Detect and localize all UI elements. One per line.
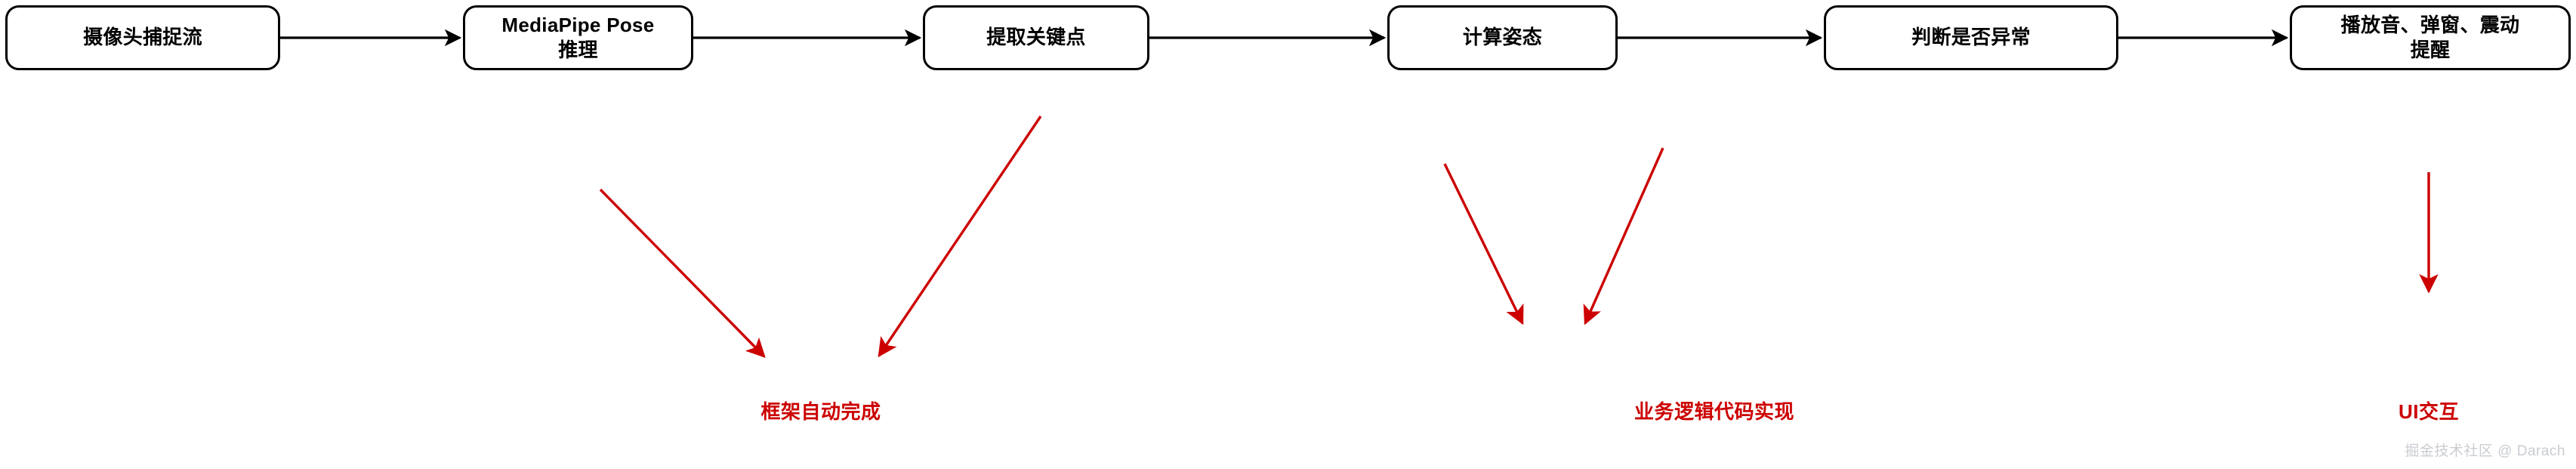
flow-node-label: MediaPipe Pose 推理 [501,13,655,61]
flow-node-keypoint[interactable]: 提取关键点 [923,5,1149,70]
flow-node-label: 提取关键点 [986,26,1086,49]
annotation-label-ui: UI交互 [2398,400,2460,423]
annotation-arrow-business-2 [1443,163,1524,326]
flow-node-alert[interactable]: 播放音、弹窗、震动 提醒 [2290,5,2571,70]
flow-node-label: 播放音、弹窗、震动 提醒 [2340,13,2520,61]
flow-node-label: 摄像头捕捉流 [83,26,202,49]
flow-node-capture[interactable]: 摄像头捕捉流 [5,5,280,70]
flow-node-label: 计算姿态 [1462,26,1543,49]
annotation-arrow-framework-1 [878,116,1042,358]
annotation-arrows [599,116,2439,358]
annotation-label-business: 业务逻辑代码实现 [1634,400,1795,423]
flow-node-anomaly[interactable]: 判断是否异常 [1824,5,2118,70]
watermark-text: 掘金技术社区 @ Darach [2405,443,2565,459]
flow-node-pose[interactable]: MediaPipe Pose 推理 [463,5,693,70]
annotation-arrow-business-3 [1583,147,1664,326]
flow-node-posture[interactable]: 计算姿态 [1387,5,1618,70]
annotation-arrow-framework-0 [599,188,766,358]
annotation-label-framework: 框架自动完成 [760,400,881,423]
flow-node-label: 判断是否异常 [1911,26,2031,49]
